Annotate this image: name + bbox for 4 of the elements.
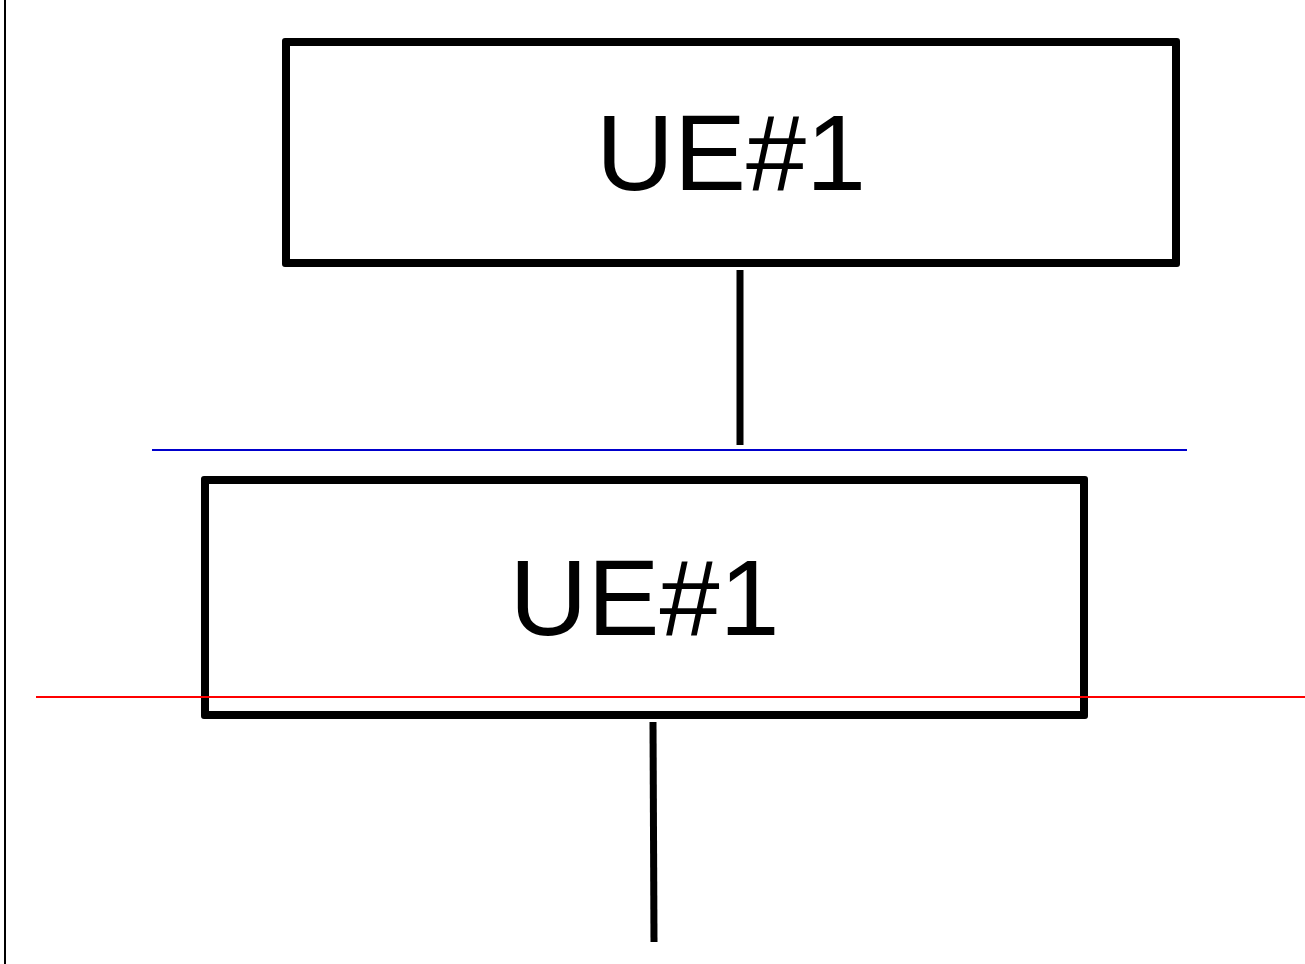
entity-label: UE#1 — [595, 98, 867, 207]
entity-box — [201, 476, 1088, 719]
entity-box — [282, 38, 1180, 267]
entity-label: UE#1 — [509, 543, 780, 652]
